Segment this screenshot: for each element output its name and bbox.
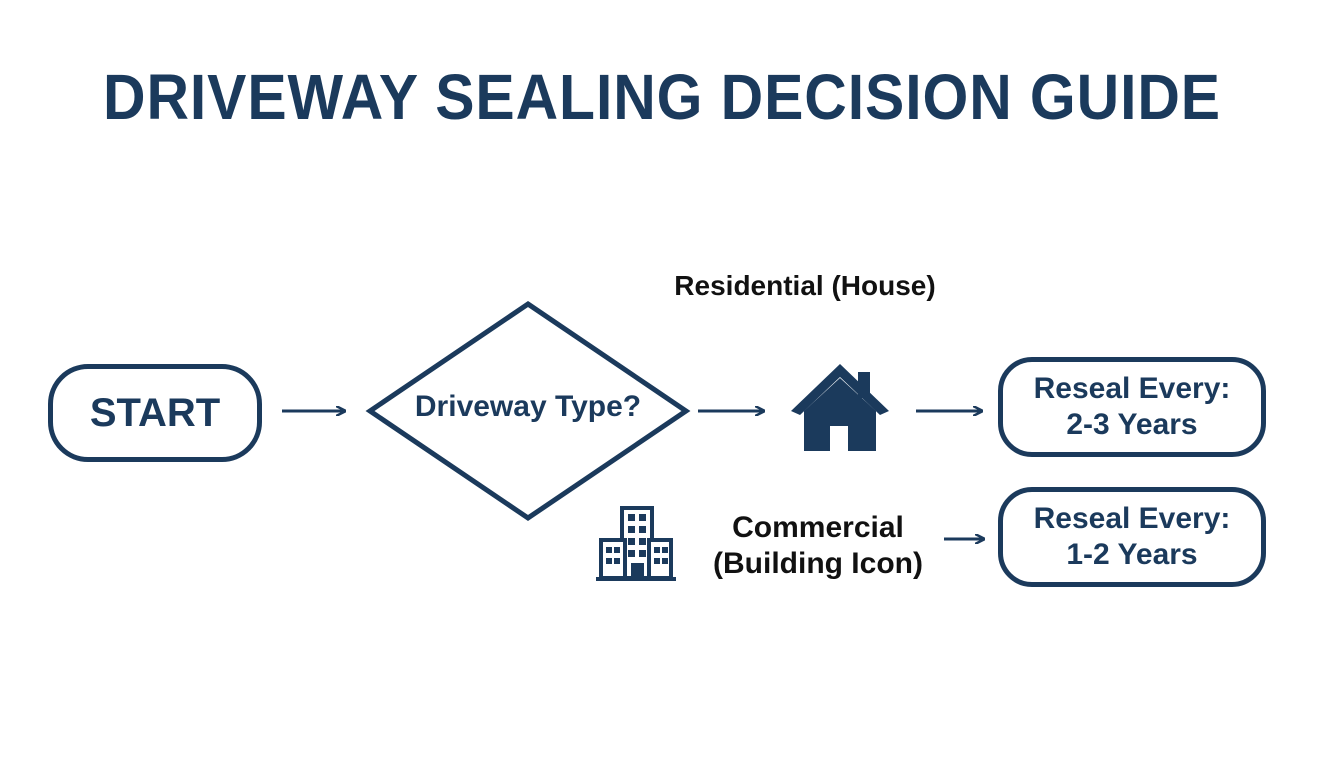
commercial-label-line1: Commercial xyxy=(732,511,904,544)
residential-result-node: Reseal Every: 2-3 Years xyxy=(998,357,1266,457)
decision-diamond xyxy=(365,300,691,522)
residential-result-line2: 2-3 Years xyxy=(1066,408,1198,441)
residential-result-line1: Reseal Every: xyxy=(1033,372,1231,405)
commercial-label-line2: (Building Icon) xyxy=(713,547,923,580)
start-node: START xyxy=(48,364,262,462)
decision-label: Driveway Type? xyxy=(414,390,642,423)
house-icon xyxy=(791,364,889,451)
commercial-result-line1: Reseal Every: xyxy=(1033,502,1231,535)
building-icon xyxy=(596,506,676,581)
commercial-result-line2: 1-2 Years xyxy=(1066,538,1198,571)
commercial-result-node: Reseal Every: 1-2 Years xyxy=(998,487,1266,587)
residential-label: Residential (House) xyxy=(674,270,936,301)
page-title: DRIVEWAY SEALING DECISION GUIDE xyxy=(102,61,1222,133)
commercial-label: Commercial (Building Icon) xyxy=(700,510,936,582)
start-label: START xyxy=(89,390,221,435)
